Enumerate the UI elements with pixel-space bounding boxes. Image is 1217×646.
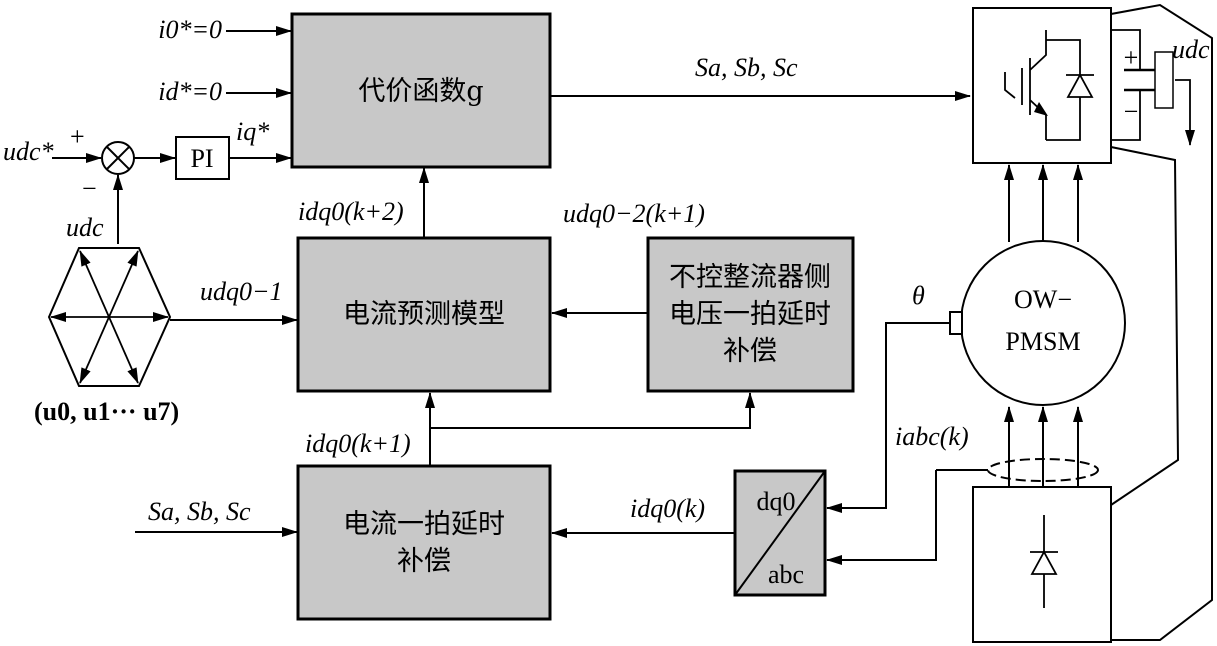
current-prediction-block: 电流预测模型 bbox=[296, 236, 552, 393]
cap-plus-sign: + bbox=[1124, 43, 1139, 72]
current-delay-line1: 电流一拍延时 bbox=[343, 509, 505, 540]
u-dq0-1-label: udq0−1 bbox=[200, 277, 283, 306]
current-delay-compensation-block: 电流一拍延时 补偿 bbox=[296, 464, 552, 621]
voltage-vectors-label: (u0, u1··· u7) bbox=[34, 397, 179, 426]
cost-function-label: 代价函数g bbox=[358, 76, 483, 107]
switch-states-input-label: Sa, Sb, Sc bbox=[148, 497, 251, 526]
current-delay-line2: 补偿 bbox=[397, 546, 451, 577]
dc-capacitor: + − bbox=[1111, 29, 1195, 146]
pi-block: PI bbox=[175, 136, 230, 180]
voltage-vector-hexagon bbox=[47, 247, 172, 387]
signal-wires bbox=[52, 26, 1099, 565]
encoder-shaft bbox=[949, 311, 963, 335]
i-pred-k2-label: idq0(k+2) bbox=[298, 197, 404, 226]
i0-ref-label: i0*=0 bbox=[158, 15, 222, 44]
i-abc-label: iabc(k) bbox=[895, 422, 969, 451]
udc-ref-label: udc* bbox=[3, 137, 54, 166]
udc-feedback-label: udc bbox=[66, 213, 104, 242]
cost-function-block: 代价函数g bbox=[290, 12, 552, 169]
rectifier bbox=[972, 486, 1112, 643]
rectifier-comp-line1: 不控整流器侧 bbox=[669, 262, 831, 293]
motor-label-line1: OW− bbox=[1014, 285, 1072, 314]
summing-junction bbox=[101, 141, 135, 175]
current-prediction-label: 电流预测模型 bbox=[343, 299, 505, 330]
i-dq0-k-label: idq0(k) bbox=[630, 494, 705, 523]
inverter bbox=[972, 7, 1112, 164]
plus-sign: + bbox=[70, 122, 85, 151]
cap-minus-sign: − bbox=[1124, 97, 1139, 126]
dc-bus-wiring bbox=[1110, 3, 1213, 641]
switch-states-label: Sa, Sb, Sc bbox=[695, 53, 798, 82]
transform-bottom-label: abc bbox=[768, 560, 804, 589]
motor-label-line2: PMSM bbox=[1005, 327, 1080, 356]
signal-labels: i0*=0 id*=0 iq* udc* + − udc udc Sa, Sb,… bbox=[3, 15, 1210, 526]
pi-label: PI bbox=[190, 144, 213, 173]
i-pred-k1-label: idq0(k+1) bbox=[305, 429, 411, 458]
udc-capacitor-label: udc bbox=[1172, 35, 1210, 64]
motor: OW− PMSM bbox=[949, 240, 1126, 406]
rectifier-compensation-block: 不控整流器侧 电压一拍延时 补偿 bbox=[646, 236, 855, 393]
rectifier-comp-line2: 电压一拍延时 bbox=[669, 299, 831, 330]
dq0-abc-transform-block: dq0 abc bbox=[733, 469, 827, 597]
theta-label: θ bbox=[912, 281, 925, 310]
iq-ref-label: iq* bbox=[236, 117, 269, 146]
u-dq0-2-label: udq0−2(k+1) bbox=[563, 199, 705, 228]
minus-sign: − bbox=[82, 174, 97, 203]
id-ref-label: id*=0 bbox=[158, 77, 222, 106]
rectifier-comp-line3: 补偿 bbox=[723, 336, 777, 367]
transform-top-label: dq0 bbox=[757, 487, 796, 516]
